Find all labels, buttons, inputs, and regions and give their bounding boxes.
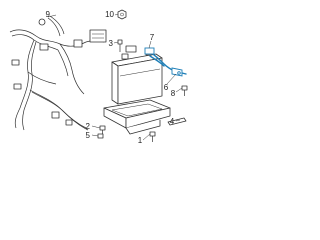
bolt-head-icon bbox=[99, 125, 106, 131]
cable-terminal-clamp bbox=[144, 47, 155, 55]
callout-3: 3 bbox=[109, 39, 114, 48]
connector bbox=[13, 83, 22, 90]
bolt-head-icon bbox=[97, 133, 104, 139]
callout-8: 8 bbox=[171, 89, 176, 98]
connector bbox=[39, 43, 49, 51]
battery-wiring-diagram: 9 10 3 7 6 8 4 1 2 5 bbox=[9, 9, 188, 145]
nut-icon bbox=[117, 9, 127, 20]
cable-ground-lug bbox=[171, 67, 183, 77]
callout-7: 7 bbox=[150, 33, 155, 42]
hold-down-bracket bbox=[167, 117, 187, 126]
negative-battery-cable bbox=[144, 47, 187, 77]
connector bbox=[73, 39, 83, 48]
callout-2: 2 bbox=[86, 122, 91, 131]
callout-labels: 9 10 3 7 6 8 4 1 2 5 bbox=[46, 10, 176, 145]
connector bbox=[51, 111, 60, 119]
battery-tray bbox=[103, 99, 171, 135]
terminal-clamp bbox=[125, 45, 137, 53]
callout-4: 4 bbox=[170, 117, 175, 126]
leader-lines bbox=[47, 13, 183, 141]
callout-6: 6 bbox=[164, 83, 169, 92]
callout-9: 9 bbox=[46, 10, 51, 19]
grommet bbox=[38, 18, 46, 26]
bolt-head-icon bbox=[149, 131, 156, 137]
battery-terminal bbox=[121, 53, 129, 60]
callout-5: 5 bbox=[86, 131, 91, 140]
callout-10: 10 bbox=[105, 10, 114, 19]
hardware-top bbox=[117, 9, 127, 52]
connector bbox=[65, 119, 73, 126]
connector bbox=[11, 59, 20, 66]
fuse-box bbox=[89, 29, 107, 43]
bolt-head-icon bbox=[181, 85, 188, 91]
ground-bolt bbox=[181, 85, 188, 96]
bolt-head-icon bbox=[117, 39, 123, 45]
callout-1: 1 bbox=[138, 136, 143, 145]
wiring-harness bbox=[9, 15, 107, 131]
